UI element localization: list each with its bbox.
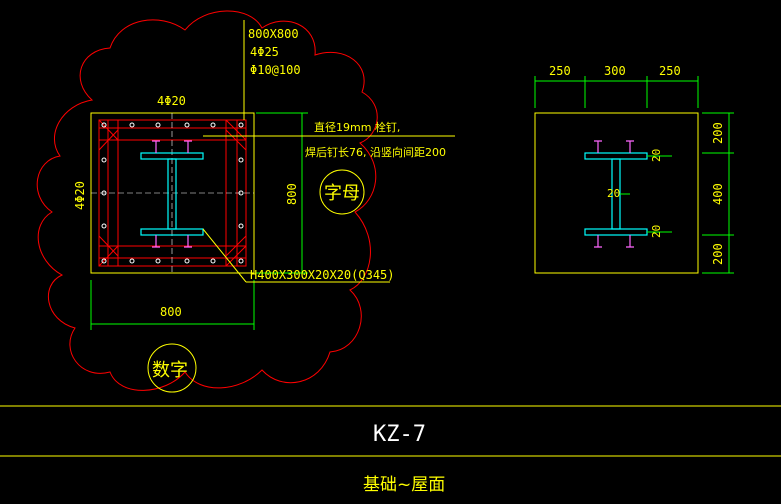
- top-bars-label: 4Φ20: [157, 94, 186, 108]
- cloud-label-circle-2: [147, 343, 197, 393]
- steel-section-label: H400X300X20X20(Q345): [250, 268, 395, 282]
- top-dim-2: 300: [604, 64, 626, 78]
- leader-lines: [202, 20, 455, 283]
- left-dimensions: [90, 112, 308, 330]
- stud-connectors: [152, 140, 192, 248]
- cloud-label-1: 字母: [324, 183, 360, 204]
- right-stud-connectors: [594, 140, 634, 248]
- stud-note-1: 直径19mm 栓钉,: [314, 120, 400, 134]
- drawing-title: KZ-7: [373, 422, 426, 447]
- web-thk: 20: [607, 187, 620, 200]
- size-note: 800X800: [248, 27, 299, 41]
- height-dim: 800: [285, 183, 299, 205]
- main-bars-note: 4Φ25: [250, 45, 279, 59]
- top-dim-1: 250: [549, 64, 571, 78]
- revision-cloud: [36, 10, 378, 391]
- left-detail: 800X800 4Φ25 Φ10@100 4Φ20 4Φ20 直径19mm 栓钉…: [73, 20, 455, 393]
- title-block: KZ-7 基础~屋面: [0, 405, 781, 495]
- cloud-label-circle-1: [319, 169, 365, 215]
- rebar-dots: [101, 122, 244, 264]
- side-dim-3: 200: [711, 243, 725, 265]
- stud-note-2: 焊后钉长76, 沿竖向间距200: [305, 145, 446, 159]
- width-dim: 800: [160, 305, 182, 319]
- cloud-label-2: 数字: [152, 360, 188, 381]
- side-dim-2: 400: [711, 183, 725, 205]
- drawing-range: 基础~屋面: [363, 475, 445, 495]
- steel-h-section: [140, 152, 204, 236]
- right-detail: 250 300 250 200 400 200 20 20 20: [534, 64, 734, 274]
- right-column-outline: [534, 112, 699, 274]
- side-dim-1: 200: [711, 122, 725, 144]
- flange-thk-bottom: 20: [650, 225, 663, 238]
- side-bars-label: 4Φ20: [73, 181, 87, 210]
- right-dimensions: [534, 76, 734, 274]
- top-dim-3: 250: [659, 64, 681, 78]
- stirrup-note: Φ10@100: [250, 63, 301, 77]
- flange-thk-top: 20: [650, 149, 663, 162]
